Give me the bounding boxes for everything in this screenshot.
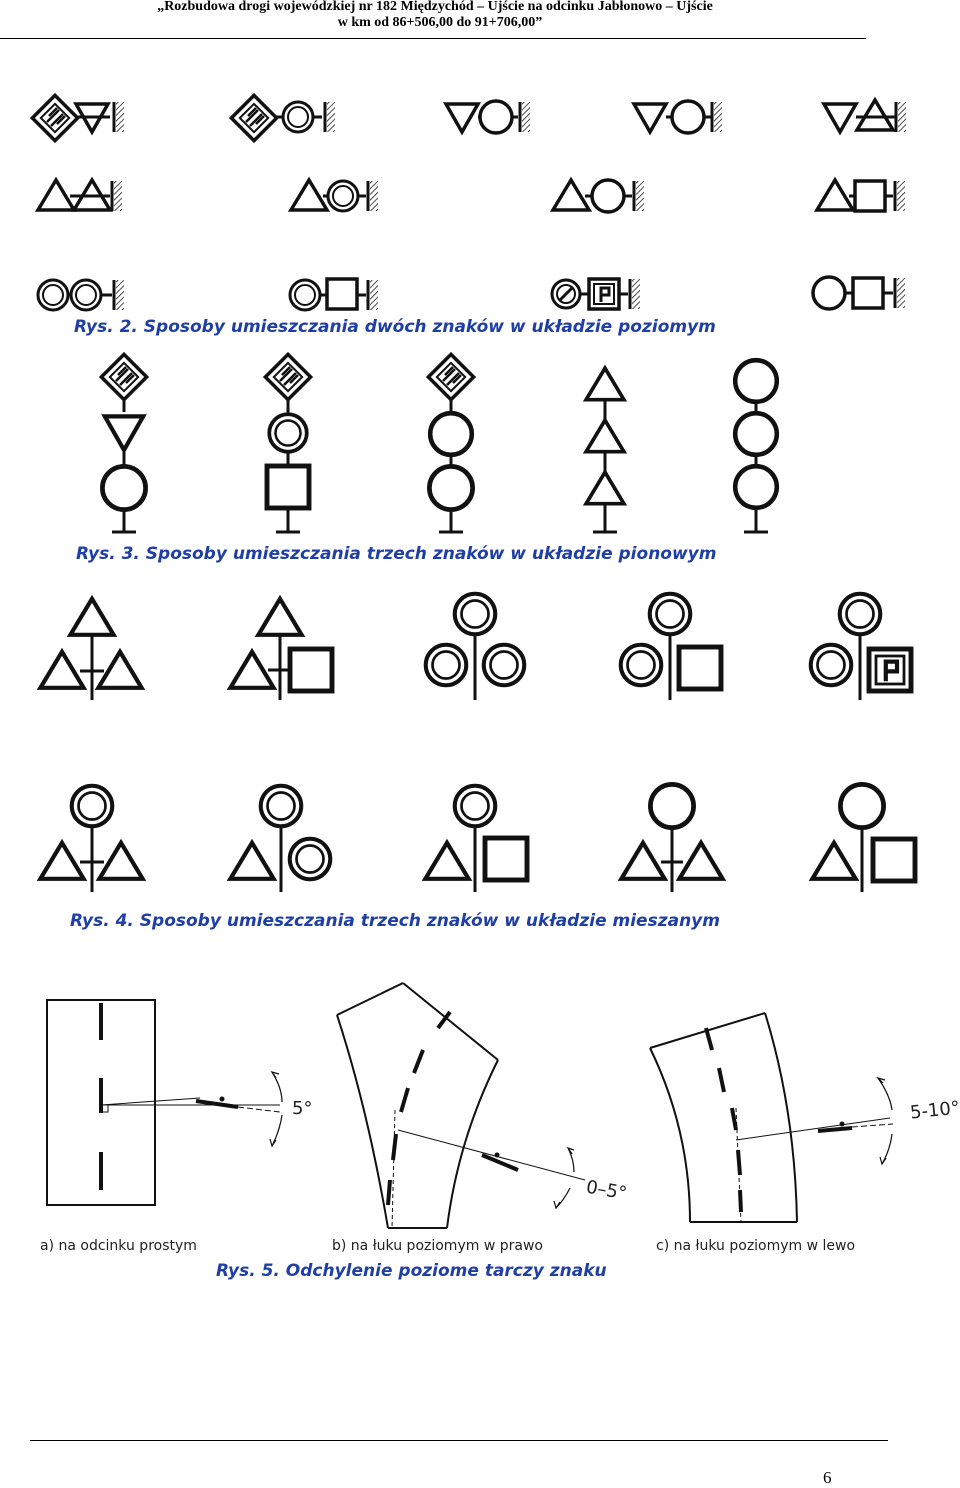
rys3-drawings [99, 352, 776, 534]
rys2-drawings [30, 93, 908, 312]
rys4-drawings [40, 594, 915, 892]
sublabel-b: b) na łuku poziomym w prawo [332, 1238, 543, 1254]
header-rule [0, 38, 866, 39]
caption-rys4: Rys. 4. Sposoby umieszczania trzech znak… [70, 911, 720, 931]
sublabel-a: a) na odcinku prostym [40, 1238, 197, 1254]
sublabel-c: c) na łuku poziomym w lewo [656, 1238, 856, 1254]
caption-rys5: Rys. 5. Odchylenie poziome tarczy znaku [216, 1261, 607, 1281]
caption-rys3: Rys. 3. Sposoby umieszczania trzech znak… [76, 544, 717, 564]
angle-label-a: 5° [292, 1098, 313, 1119]
caption-rys2: Rys. 2. Sposoby umieszczania dwóch znakó… [74, 317, 716, 337]
header-line-2: w km od 86+506,00 do 91+706,00” [337, 15, 543, 30]
figures-drawing [30, 93, 960, 1229]
page-number: 6 [823, 1468, 832, 1487]
rys5-drawings [46, 982, 894, 1229]
header-line-1: „Rozbudowa drogi wojewódzkiej nr 182 Mię… [157, 0, 713, 14]
footer-rule [30, 1440, 888, 1441]
